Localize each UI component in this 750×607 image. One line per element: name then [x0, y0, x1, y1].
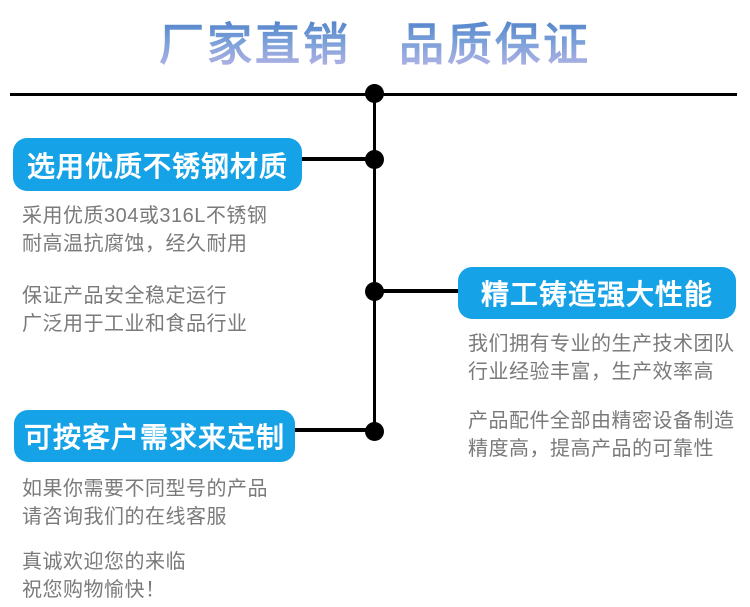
feature-text-line: 祝您购物愉快！	[22, 579, 166, 601]
timeline-node-dot-performance	[365, 282, 384, 301]
connector-line-performance	[374, 289, 462, 293]
feature-text-line: 产品配件全部由精密设备制造	[468, 410, 735, 432]
feature-text-line: 广泛用于工业和食品行业	[22, 313, 248, 335]
timeline-node-dot-top	[365, 84, 384, 103]
feature-text-line: 真诚欢迎您的来临	[22, 551, 186, 573]
feature-text-line: 如果你需要不同型号的产品	[22, 478, 268, 500]
feature-text-line: 保证产品安全稳定运行	[22, 285, 227, 307]
badge-custom: 可按客户需求来定制	[14, 410, 295, 462]
feature-text-line: 耐高温抗腐蚀，经久耐用	[22, 233, 248, 255]
feature-text-line: 采用优质304或316L不锈钢	[22, 205, 268, 227]
page-title: 厂家直销 品质保证	[0, 8, 750, 73]
timeline-vertical-line	[373, 93, 376, 431]
connector-line-material	[296, 157, 376, 161]
feature-text-line: 行业经验丰富，生产效率高	[468, 361, 714, 383]
timeline-node-dot-custom	[365, 422, 384, 441]
timeline-node-dot-material	[365, 150, 384, 169]
feature-text-line: 我们拥有专业的生产技术团队	[468, 333, 735, 355]
connector-line-custom	[293, 428, 376, 432]
feature-text-line: 精度高，提高产品的可靠性	[468, 438, 714, 460]
badge-performance: 精工铸造强大性能	[458, 267, 736, 319]
badge-material: 选用优质不锈钢材质	[13, 138, 302, 191]
feature-text-line: 请咨询我们的在线客服	[22, 506, 227, 528]
